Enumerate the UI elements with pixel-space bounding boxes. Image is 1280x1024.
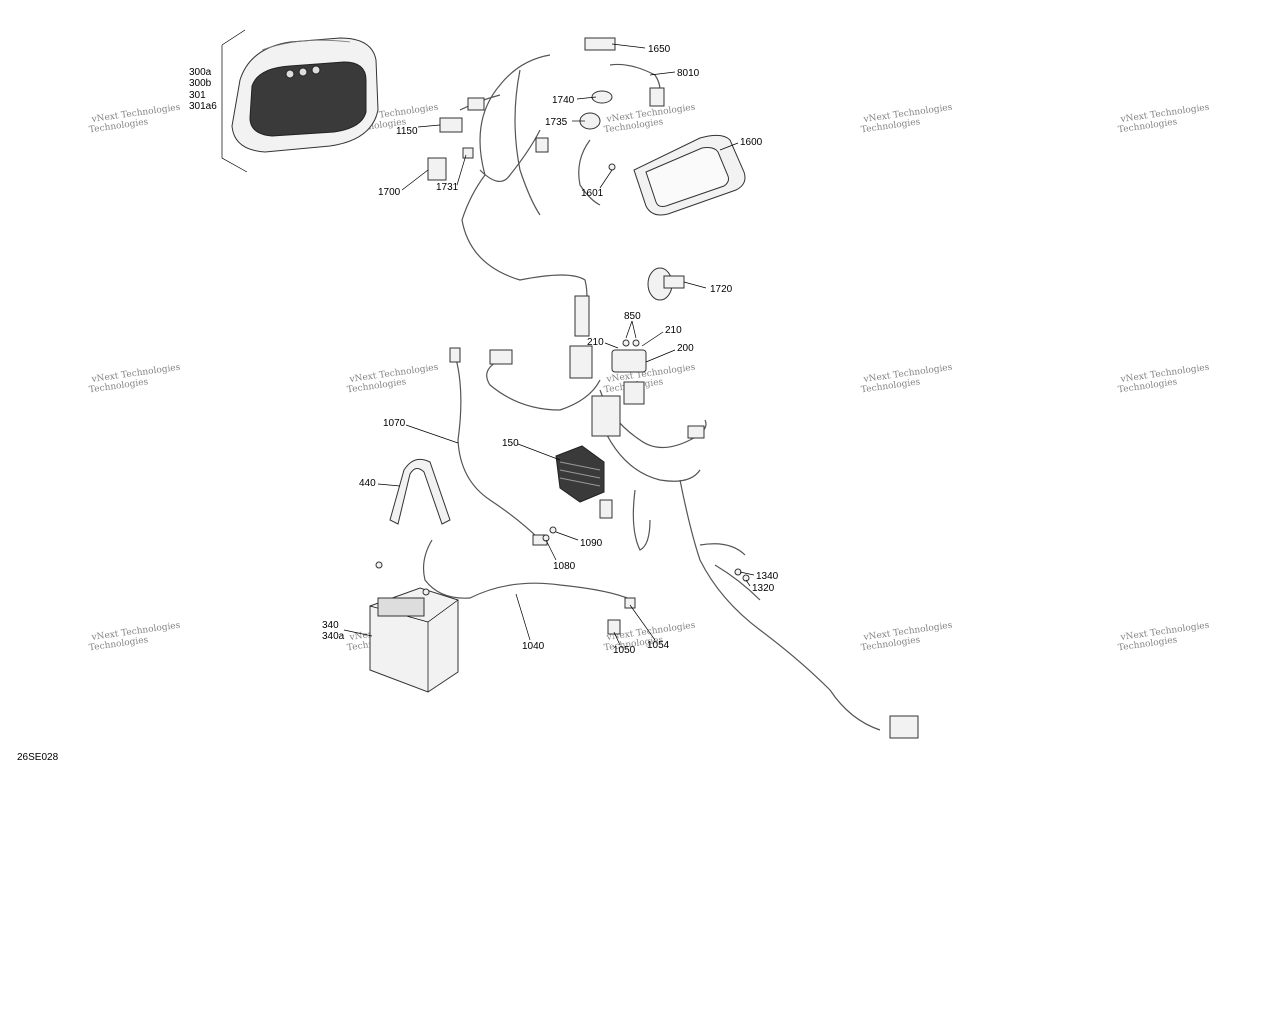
watermark: vNext Technologies Technologies bbox=[860, 363, 953, 396]
watermark: vNext Technologies Technologies bbox=[860, 621, 953, 654]
callout-210: 210 bbox=[665, 325, 682, 336]
battery-bracket-part bbox=[389, 458, 451, 525]
figure-id: 26SE028 bbox=[17, 752, 59, 763]
callout-1090: 1090 bbox=[580, 538, 603, 549]
callout-850: 850 bbox=[624, 311, 641, 322]
callout-301a6: 301a6 bbox=[189, 101, 217, 112]
callout-200: 200 bbox=[677, 343, 694, 354]
callout-440: 440 bbox=[359, 478, 376, 489]
callout-1740: 1740 bbox=[552, 95, 575, 106]
battery-cables bbox=[422, 347, 633, 601]
display-gauge-part bbox=[633, 134, 746, 216]
callout-1320: 1320 bbox=[752, 583, 775, 594]
voltage-regulator-part bbox=[555, 445, 605, 503]
callout-1070: 1070 bbox=[383, 418, 406, 429]
watermark: vNext Technologies Technologies bbox=[88, 103, 181, 136]
callout-1731: 1731 bbox=[436, 182, 459, 193]
callout-1080: 1080 bbox=[553, 561, 576, 572]
knob-part bbox=[647, 267, 685, 301]
callout-1054: 1054 bbox=[647, 640, 670, 651]
callout-300a: 300a bbox=[189, 67, 212, 78]
callout-1150: 1150 bbox=[396, 126, 418, 137]
callout-8010: 8010 bbox=[677, 68, 700, 79]
callout-340a: 340a bbox=[322, 631, 345, 642]
watermark: vNext Technologies Technologies bbox=[1117, 621, 1210, 654]
callout-1650: 1650 bbox=[648, 44, 671, 55]
speaker-box-part bbox=[221, 29, 379, 173]
callout-1720: 1720 bbox=[710, 284, 733, 295]
watermark: vNext Technologies Technologies bbox=[346, 363, 439, 396]
connectors bbox=[427, 37, 919, 739]
leader-lines bbox=[343, 43, 755, 646]
callout-150: 150 bbox=[502, 438, 519, 449]
watermark: vNext Technologies Technologies bbox=[88, 363, 181, 396]
solenoid-part bbox=[591, 339, 647, 437]
callout-1735: 1735 bbox=[545, 117, 568, 128]
callout-210: 210 bbox=[587, 337, 604, 348]
callouts: 300a 300b 301 301a6 1650 8010 1740 1735 … bbox=[189, 44, 779, 656]
watermark: vNext Technologies Technologies bbox=[1117, 363, 1210, 396]
callout-1340: 1340 bbox=[756, 571, 779, 582]
callout-340: 340 bbox=[322, 620, 339, 631]
watermark: vNext Technologies Technologies bbox=[860, 103, 953, 136]
battery-part bbox=[369, 561, 459, 693]
watermark: vNext Technologies Technologies bbox=[1117, 103, 1210, 136]
watermark: vNext Technologies Technologies bbox=[88, 621, 181, 654]
callout-1040: 1040 bbox=[522, 641, 545, 652]
callout-1050: 1050 bbox=[613, 645, 636, 656]
callout-1601: 1601 bbox=[581, 188, 604, 199]
watermark: vNext Technologies Technologies bbox=[603, 103, 696, 136]
callout-301: 301 bbox=[189, 90, 206, 101]
callout-300b: 300b bbox=[189, 78, 212, 89]
callout-1600: 1600 bbox=[740, 137, 763, 148]
callout-1700: 1700 bbox=[378, 187, 401, 198]
